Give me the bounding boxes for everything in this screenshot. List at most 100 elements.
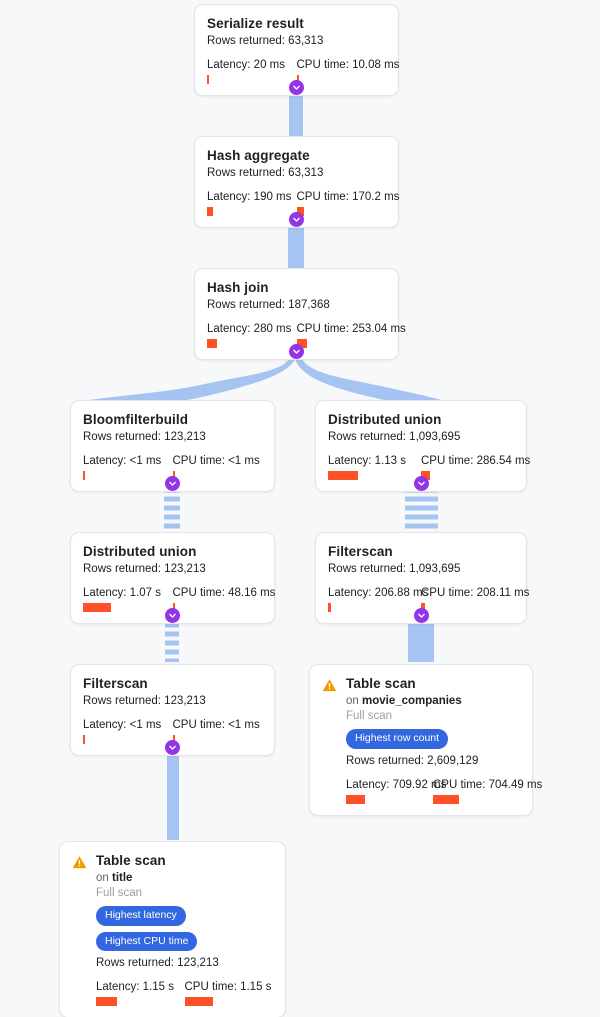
cpu-bar (172, 735, 175, 744)
node-scan-type: Full scan (346, 710, 393, 722)
latency-bar (346, 794, 366, 804)
collapse-toggle-hash-join[interactable] (289, 344, 304, 359)
cpu-label: CPU time: 48.16 ms (172, 587, 276, 599)
chevron-down-icon (169, 745, 176, 750)
node-metrics: Latency: 1.15 s CPU time: 1.15 s (96, 980, 273, 1006)
node-metrics: Latency: <1 ms CPU time: <1 ms (83, 454, 262, 480)
latency-bar (83, 603, 111, 612)
badge-highest-latency[interactable]: Highest latency (96, 906, 186, 926)
on-prefix: on (96, 872, 112, 884)
node-rows-returned: Rows returned: 1,093,695 (328, 563, 461, 575)
badge-highest-cpu-time[interactable]: Highest CPU time (96, 931, 198, 951)
node-title: Distributed union (328, 412, 442, 427)
warning-triangle-icon (322, 679, 337, 692)
edge-filterscan-to-tablescan-left (167, 746, 179, 840)
node-title: Distributed union (83, 544, 197, 559)
cpu-bar (172, 471, 175, 480)
chevron-down-icon (293, 85, 300, 90)
metric-cpu: CPU time: <1 ms (172, 454, 263, 480)
node-rows-returned: Rows returned: 63,313 (207, 167, 324, 179)
plan-node-serialize-result[interactable]: Serialize result Rows returned: 63,313 L… (194, 4, 399, 96)
latency-bar (83, 735, 85, 744)
latency-bar (96, 997, 118, 1006)
node-rows-returned: Rows returned: 123,213 (83, 695, 206, 707)
metric-cpu: CPU time: 10.08 ms (296, 58, 400, 84)
node-rows-returned: Rows returned: 187,368 (207, 299, 330, 311)
node-title: Table scan (346, 676, 416, 691)
cpu-label: CPU time: 253.04 ms (296, 323, 406, 335)
node-title: Hash aggregate (207, 148, 310, 163)
collapse-toggle-hash-aggregate[interactable] (289, 212, 304, 227)
collapse-toggle-distributed-union-left[interactable] (165, 608, 180, 623)
cpu-bar (433, 794, 460, 804)
table-name: title (112, 872, 133, 884)
node-rows-returned: Rows returned: 2,609,129 (346, 754, 479, 767)
node-metrics: Latency: 1.07 s CPU time: 48.16 ms (83, 586, 276, 612)
metric-latency: Latency: 1.07 s (83, 586, 173, 612)
table-name: movie_companies (362, 695, 462, 707)
node-badges: Highest latency Highest CPU time (96, 906, 273, 951)
latency-label: Latency: 1.07 s (83, 587, 161, 599)
metric-cpu: CPU time: 170.2 ms (296, 190, 400, 216)
latency-label: Latency: 20 ms (207, 59, 285, 71)
cpu-bar (296, 75, 299, 84)
node-metrics: Latency: <1 ms CPU time: <1 ms (83, 718, 262, 744)
cpu-bar (421, 603, 426, 612)
metric-cpu: CPU time: <1 ms (172, 718, 263, 744)
latency-label: Latency: 190 ms (207, 191, 292, 203)
node-table-subtitle: on title (96, 871, 273, 886)
cpu-bar (421, 471, 431, 480)
metric-latency: Latency: 190 ms (207, 190, 297, 216)
metric-latency: Latency: 280 ms (207, 322, 297, 348)
latency-label: Latency: <1 ms (83, 455, 162, 467)
node-metrics: Latency: 206.88 ms CPU time: 208.11 ms (328, 586, 529, 612)
node-title: Hash join (207, 280, 269, 295)
latency-label: Latency: 206.88 ms (328, 587, 429, 599)
chevron-down-icon (169, 481, 176, 486)
collapse-toggle-serialize-result[interactable] (289, 80, 304, 95)
collapse-toggle-bloomfilterbuild[interactable] (165, 476, 180, 491)
node-rows-returned: Rows returned: 123,213 (96, 957, 219, 969)
metric-latency: Latency: 709.92 ms (346, 778, 446, 804)
cpu-label: CPU time: 10.08 ms (296, 59, 400, 71)
latency-bar (207, 75, 209, 84)
metric-cpu: CPU time: 704.49 ms (433, 778, 543, 804)
plan-node-table-scan-title[interactable]: Table scan on title Full scan Highest la… (59, 841, 286, 1017)
node-badges: Highest row count (346, 729, 520, 749)
latency-label: Latency: 280 ms (207, 323, 292, 335)
cpu-bar (172, 603, 175, 612)
node-metrics: Latency: 1.13 s CPU time: 286.54 ms (328, 454, 531, 480)
cpu-bar (296, 207, 304, 216)
collapse-toggle-distributed-union-right[interactable] (414, 476, 429, 491)
latency-label: Latency: 1.15 s (96, 981, 174, 993)
node-rows-returned: Rows returned: 63,313 (207, 35, 324, 47)
plan-node-table-scan-movie-companies[interactable]: Table scan on movie_companies Full scan … (309, 664, 543, 816)
cpu-bar (296, 339, 308, 348)
collapse-toggle-filterscan-right[interactable] (414, 608, 429, 623)
metric-cpu: CPU time: 286.54 ms (421, 454, 531, 480)
chevron-down-icon (293, 217, 300, 222)
cpu-label: CPU time: 1.15 s (184, 981, 272, 993)
cpu-label: CPU time: 286.54 ms (421, 455, 531, 467)
cpu-label: CPU time: <1 ms (172, 719, 260, 731)
cpu-bar (184, 997, 213, 1006)
chevron-down-icon (293, 349, 300, 354)
cpu-label: CPU time: 170.2 ms (296, 191, 400, 203)
node-title: Filterscan (328, 544, 393, 559)
metric-cpu: CPU time: 253.04 ms (296, 322, 406, 348)
chevron-down-icon (169, 613, 176, 618)
badge-highest-row-count[interactable]: Highest row count (346, 729, 449, 749)
node-title: Serialize result (207, 16, 304, 31)
collapse-toggle-filterscan-left[interactable] (165, 740, 180, 755)
plan-node-hash-join[interactable]: Hash join Rows returned: 187,368 Latency… (194, 268, 406, 360)
node-title: Table scan (96, 853, 166, 868)
latency-bar (207, 207, 214, 216)
latency-label: Latency: 1.13 s (328, 455, 406, 467)
cpu-label: CPU time: 704.49 ms (433, 778, 543, 791)
node-rows-returned: Rows returned: 123,213 (83, 431, 206, 443)
latency-bar (207, 339, 217, 348)
cpu-label: CPU time: <1 ms (172, 455, 260, 467)
chevron-down-icon (418, 613, 425, 618)
metric-cpu: CPU time: 1.15 s (184, 980, 274, 1006)
